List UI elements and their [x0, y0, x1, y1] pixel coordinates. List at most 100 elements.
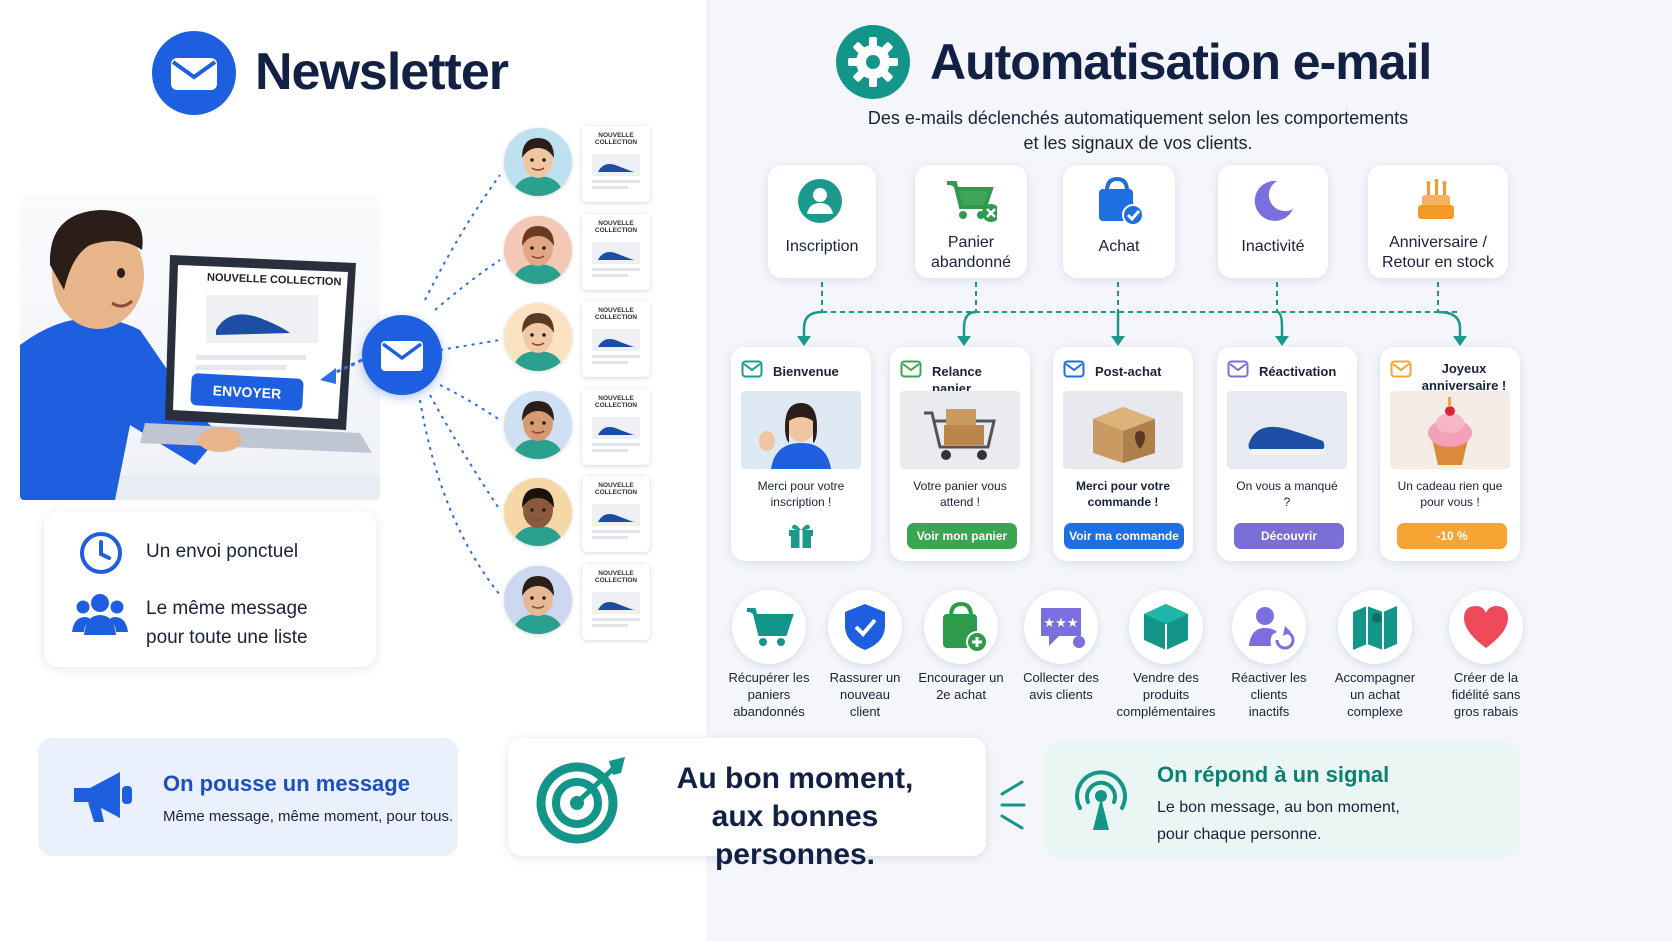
trigger-card: Achat: [1063, 165, 1175, 278]
shoe-icon: [592, 329, 640, 364]
target-icon: [533, 755, 629, 850]
email-card-title: Bienvenue: [773, 364, 839, 379]
trigger-connectors: [797, 282, 1467, 346]
gift-icon: [786, 519, 816, 554]
email-card-image: [741, 391, 861, 469]
cart-icon: [732, 590, 806, 664]
trigger-card: Inscription: [768, 165, 876, 278]
envelope-icon: [1390, 360, 1412, 383]
benefit-label-line1: Récupérer les: [728, 670, 810, 685]
newsletter-tag-line1: NOUVELLE: [598, 482, 634, 489]
benefit-label-line2: fidélité sans: [1451, 687, 1521, 702]
envelope-badge-icon: [152, 31, 236, 115]
bag-plus-icon: [924, 590, 998, 664]
signal-line2: pour chaque personne.: [1157, 826, 1322, 843]
email-card-text: Merci pour votre commande !: [1075, 479, 1171, 509]
trigger-label: Anniversaire / Retour en stock: [1381, 234, 1495, 271]
automation-subtitle-line2: et les signaux de vos clients.: [1023, 133, 1253, 153]
envelope-icon: [1227, 360, 1249, 383]
cart-x-icon: [945, 177, 1000, 230]
avatar: [504, 303, 572, 371]
slogan-text: Au bon moment, aux bonnes personnes.: [630, 760, 960, 874]
clock-icon: [78, 530, 124, 581]
automation-subtitle-line1: Des e-mails déclenchés automatiquement s…: [867, 108, 1409, 128]
shield-check-icon: [828, 590, 902, 664]
benefit-label-line3: abandonnés: [733, 704, 805, 719]
email-card-title: Post-achat: [1095, 364, 1162, 379]
trigger-card: Inactivité: [1218, 165, 1328, 278]
benefit-label-line2: nouveau: [840, 687, 890, 702]
newsletter-info-box: [44, 511, 376, 667]
email-card-image: [900, 391, 1020, 469]
slogan-line1: Au bon moment,: [676, 762, 914, 795]
newsletter-tag-line2: COLLECTION: [594, 576, 638, 584]
user-refresh-icon: [1232, 590, 1306, 664]
gear-badge-icon: [836, 25, 910, 99]
panel-divider: [707, 0, 709, 730]
benefit-label-line2: avis clients: [1029, 687, 1093, 702]
benefit-label-line3: complexe: [1347, 704, 1403, 719]
info-item-same-message: Le même message pour toute une liste: [146, 594, 308, 652]
email-cta-button[interactable]: Découvrir: [1234, 523, 1344, 549]
envelope-icon: [900, 360, 922, 383]
email-cta-button[interactable]: Voir ma commande: [1064, 523, 1184, 549]
benefit-label-line1: Rassurer un: [829, 670, 901, 685]
email-card-image: [1063, 391, 1183, 469]
send-button[interactable]: ENVOYER: [190, 373, 304, 411]
trigger-label: Inactivité: [1241, 238, 1305, 255]
newsletter-tag-line2: COLLECTION: [594, 489, 638, 496]
shoe-icon: [592, 416, 640, 452]
email-card-text: On vous a manqué ?: [1236, 479, 1338, 509]
group-icon: [72, 590, 128, 643]
shoe-icon: [592, 154, 640, 189]
benefit-label-line1: Réactiver les: [1231, 670, 1307, 685]
signal-title: On répond à un signal: [1157, 762, 1390, 787]
push-subtitle: Même message, même moment, pour tous.: [163, 808, 454, 825]
slogan-line2: aux bonnes personnes.: [711, 800, 879, 871]
email-card-text: Un cadeau rien que pour vous !: [1397, 479, 1503, 509]
benefit-label-line1: Vendre des: [1133, 670, 1199, 685]
trigger-card: Panier abandonné: [915, 165, 1027, 278]
shoe-icon: [592, 591, 640, 627]
avatar: [504, 390, 572, 459]
newsletter-tag-line1: NOUVELLE: [598, 307, 634, 314]
newsletter-tag-line2: COLLECTION: [594, 314, 638, 321]
benefit-label-line3: gros rabais: [1453, 704, 1519, 719]
benefit-label: Accompagner un achat complexe: [1315, 669, 1435, 720]
benefit-label-line2: produits: [1142, 687, 1190, 702]
info-item-one-time: Un envoi ponctuel: [146, 541, 299, 562]
distribution-lines: [320, 174, 501, 596]
signal-line1: Le bon message, au bon moment,: [1157, 799, 1400, 816]
benefit-label-line1: Créer de la: [1453, 670, 1519, 685]
email-hub-icon: [362, 315, 442, 395]
benefit-label-line1: Accompagner: [1334, 670, 1416, 685]
benefit-label-line2: un achat: [1350, 687, 1400, 702]
newsletter-tag-line1: NOUVELLE: [598, 394, 634, 402]
svg-text:★★★: ★★★: [1044, 616, 1079, 631]
newsletter-tag-line1: NOUVELLE: [598, 132, 634, 139]
benefit-label-line1: Collecter des: [1023, 670, 1099, 685]
newsletter-title: Newsletter: [255, 43, 509, 101]
shoe-icon: [592, 241, 640, 277]
avatar: [504, 215, 572, 284]
person-laptop-illustration: [20, 195, 380, 500]
benefit-label-line1: Encourager un: [918, 670, 1004, 685]
email-card-title: Réactivation: [1259, 364, 1337, 379]
box-icon: [1129, 590, 1203, 664]
envelope-icon: [741, 360, 763, 383]
email-card-text: Votre panier vous attend !: [913, 479, 1007, 509]
newsletter-tag-line2: COLLECTION: [594, 226, 638, 234]
benefit-label-line3: complémentaires: [1116, 704, 1216, 719]
email-cta-button[interactable]: Voir mon panier: [907, 523, 1017, 549]
email-cta-button[interactable]: -10 %: [1397, 523, 1507, 549]
benefit-label: Vendre des produits complémentaires: [1106, 669, 1226, 720]
review-stars-icon: ★★★: [1024, 590, 1098, 664]
